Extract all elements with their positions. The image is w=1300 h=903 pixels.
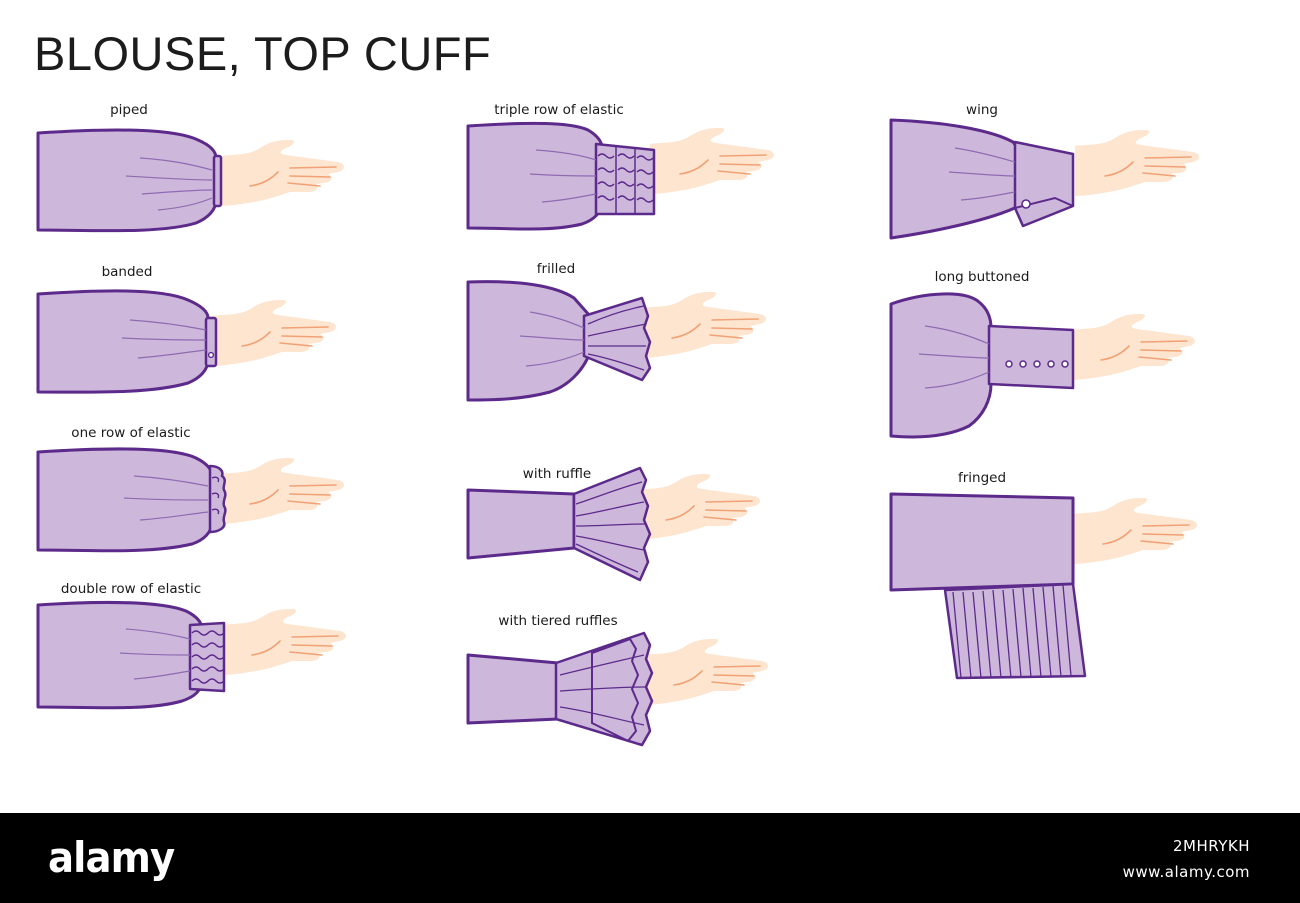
cuff-fringed-illustration xyxy=(889,492,1198,680)
label-with-ruffle: with ruffle xyxy=(522,466,592,482)
label-triple-row-elastic: triple row of elastic xyxy=(494,102,624,118)
cuff-double-row-elastic-illustration xyxy=(36,601,347,710)
cuff-wing-illustration xyxy=(889,118,1200,240)
cuff-piped-illustration xyxy=(36,128,345,233)
cuff-banded-illustration xyxy=(36,289,337,394)
label-fringed: fringed xyxy=(957,470,1007,486)
label-double-row-elastic: double row of elastic xyxy=(60,581,202,597)
cuff-triple-row-elastic-illustration xyxy=(466,121,775,231)
label-with-tiered-ruffles: with tiered ruffles xyxy=(498,613,618,629)
label-long-buttoned: long buttoned xyxy=(934,269,1030,285)
label-wing: wing xyxy=(966,102,998,118)
cuff-with-tiered-ruffles-illustration xyxy=(466,631,769,747)
footer-url[interactable]: www.alamy.com xyxy=(1122,863,1250,881)
cuff-long-buttoned-illustration xyxy=(889,292,1196,439)
label-banded: banded xyxy=(101,264,153,280)
cuff-frilled-illustration xyxy=(466,280,767,402)
cuff-one-row-elastic-illustration xyxy=(36,447,345,553)
label-frilled: frilled xyxy=(536,261,576,277)
label-one-row-elastic: one row of elastic xyxy=(71,425,191,441)
alamy-logo: alamy xyxy=(48,833,175,882)
cuff-with-ruffle-illustration xyxy=(466,466,761,582)
page-title: BLOUSE, TOP CUFF xyxy=(34,27,492,80)
watermark-footer: alamy 2MHRYKH www.alamy.com xyxy=(0,813,1300,903)
image-id: 2MHRYKH xyxy=(1172,837,1250,855)
label-piped: piped xyxy=(110,102,148,118)
